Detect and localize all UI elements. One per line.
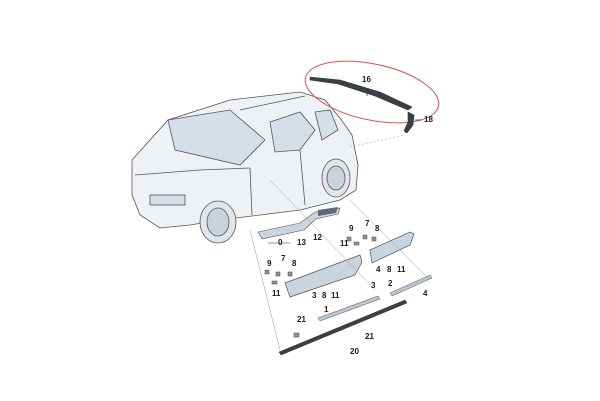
label-20: 20 [350, 347, 359, 356]
label-11c: 11 [397, 265, 406, 274]
part-20-sill-strip [278, 299, 408, 356]
label-11a: 11 [272, 289, 281, 298]
label-8c: 8 [387, 265, 392, 274]
label-21b: 21 [365, 332, 374, 341]
label-11b: 11 [340, 239, 349, 248]
label-16: 16 [362, 75, 371, 84]
part-16-roof-spoiler [309, 76, 413, 111]
label-8a: 8 [292, 259, 297, 268]
part-4-strip [389, 274, 433, 297]
part-3-strip [317, 295, 381, 322]
label-11d: 11 [331, 291, 340, 300]
label-4b: 4 [423, 289, 428, 298]
part-2-rear-door-trim [369, 231, 415, 264]
label-21a: 21 [297, 315, 306, 324]
label-9b: 9 [349, 224, 354, 233]
vehicle-illustration [131, 91, 359, 244]
label-3a: 3 [312, 291, 317, 300]
label-8b: 8 [375, 224, 380, 233]
label-2: 2 [388, 279, 393, 288]
part-1-front-door-trim [284, 254, 363, 298]
highlight-ellipse [304, 60, 440, 124]
label-8d: 8 [322, 291, 327, 300]
label-13: 13 [297, 238, 306, 247]
part-18-end-cap [403, 111, 415, 134]
label-12: 12 [313, 233, 322, 242]
label-3b: 3 [371, 281, 376, 290]
label-4a: 4 [376, 265, 381, 274]
label-0: 0 [278, 238, 283, 247]
label-1: 1 [324, 305, 329, 314]
label-18: 18 [424, 115, 433, 124]
label-9a: 9 [267, 259, 272, 268]
label-7b: 7 [365, 219, 370, 228]
clip-parts [264, 234, 377, 338]
label-7a: 7 [281, 254, 286, 263]
